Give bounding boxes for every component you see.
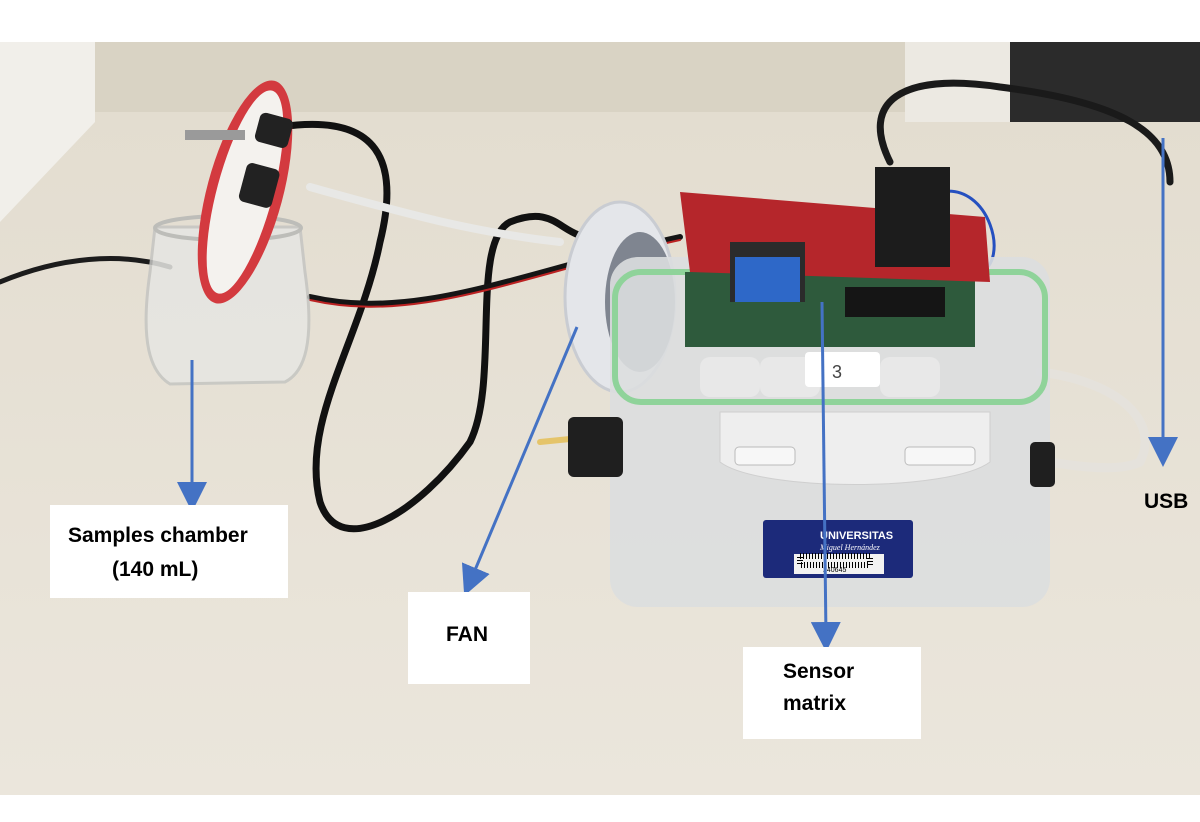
- pcb-stack: [680, 167, 990, 347]
- svg-text:UNIVERSITAS: UNIVERSITAS: [820, 530, 893, 542]
- svg-text:240645: 240645: [823, 567, 846, 574]
- label-sensor-matrix: Sensor matrix: [743, 647, 921, 739]
- box-tag: [805, 352, 880, 387]
- arrow-sensor: [810, 301, 841, 652]
- label-fan: FAN: [408, 592, 530, 684]
- box-tag-number: 3: [832, 362, 842, 382]
- chamber-lid: [197, 80, 293, 304]
- label-usb: USB: [1144, 490, 1189, 513]
- svg-text:Miguel Hernández: Miguel Hernández: [819, 543, 881, 552]
- left-wall-panel: [0, 42, 95, 222]
- arrow-fan: [461, 326, 579, 596]
- label-samples-chamber: Samples chamber (140 mL): [50, 505, 288, 598]
- annotation-arrows: [177, 138, 1178, 652]
- device-photo: 3 UNIVERSITAS Miguel Hernández 240645: [0, 42, 1200, 795]
- university-sticker: UNIVERSITAS Miguel Hernández 240645: [763, 520, 913, 578]
